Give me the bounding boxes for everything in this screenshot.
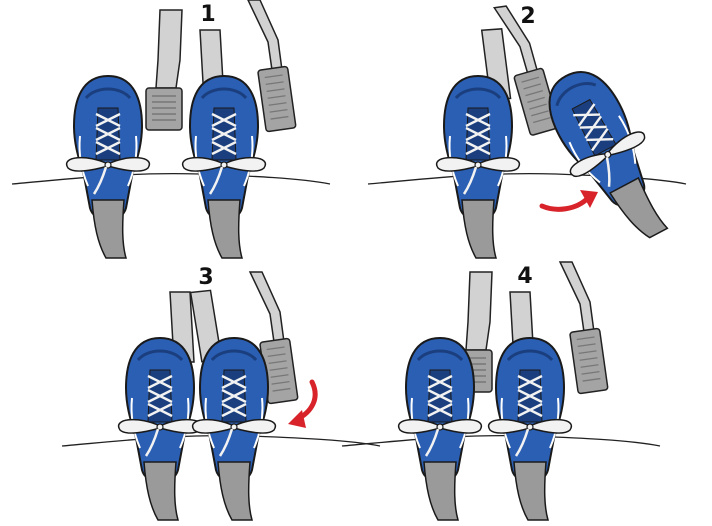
right-sneaker-icon [529,57,688,257]
pivot-arrow-icon [542,198,588,209]
brake-pedal-icon [146,10,182,130]
gas-pedal-icon [560,262,608,394]
panel-3 [62,272,380,520]
left-sneaker-icon [67,76,150,258]
panel-1 [12,0,330,258]
panel-number-1: 1 [188,3,228,27]
left-sneaker-icon [437,76,520,258]
right-sneaker-icon [489,338,572,520]
left-sneaker-icon [399,338,482,520]
panel-number-3: 3 [186,266,226,290]
panel-2 [368,1,688,258]
panel-4 [342,262,660,520]
panel-number-4: 4 [505,265,545,289]
panels-layer [12,0,688,520]
right-sneaker-icon [183,76,266,258]
floor-line [342,436,660,446]
right-sneaker-icon [193,338,276,520]
left-sneaker-icon [119,338,202,520]
floor-line [12,174,330,184]
panel-number-2: 2 [508,5,548,29]
